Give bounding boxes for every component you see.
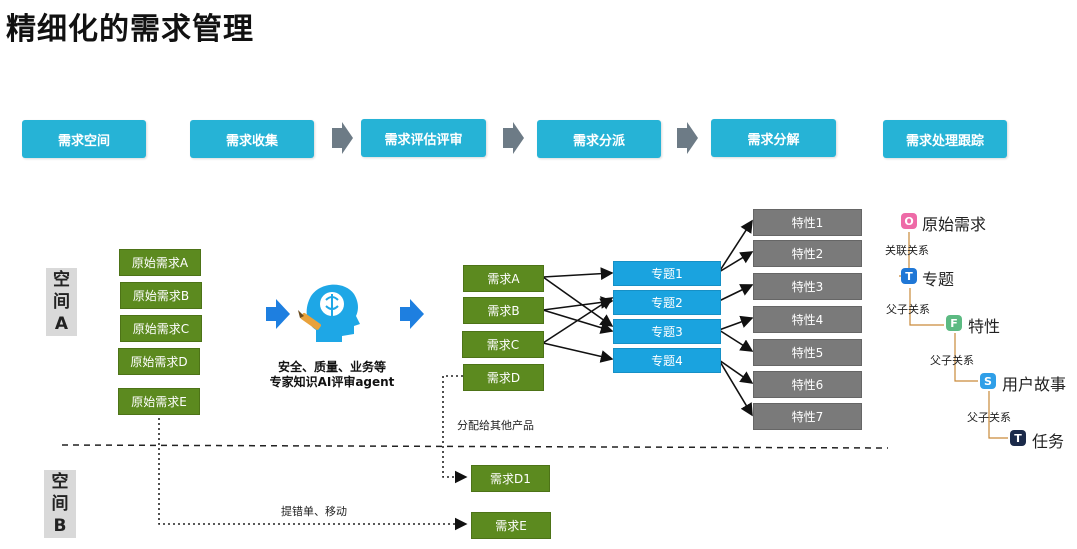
topic-1[interactable]: 专题1 [613,261,721,286]
label-ticket-move: 提错单、移动 [281,505,347,518]
process-arrow-3 [677,122,698,154]
page-title: 精细化的需求管理 [6,12,254,47]
legend-badge-feature-icon: F [946,315,962,331]
feature-1[interactable]: 特性1 [753,209,862,236]
legend-raw-requirement: 原始需求 [922,215,987,234]
process-step-space[interactable]: 需求空间 [22,120,146,158]
requirement-d1[interactable]: 需求D1 [471,465,550,492]
requirement-e[interactable]: 需求E [471,512,551,539]
label-assign-other-product: 分配给其他产品 [457,419,534,432]
topic-feature-links [718,219,754,417]
legend-relation-2: 父子关系 [886,303,930,316]
topic-3[interactable]: 专题3 [613,319,721,344]
legend-user-story: 用户故事 [1002,375,1067,394]
requirement-b[interactable]: 需求B [463,297,544,324]
topic-4[interactable]: 专题4 [613,348,721,373]
feature-7[interactable]: 特性7 [753,403,862,430]
feature-6[interactable]: 特性6 [753,371,862,398]
process-step-track[interactable]: 需求处理跟踪 [883,120,1007,158]
raw-requirement-e[interactable]: 原始需求E [118,388,200,415]
legend-relation-3: 父子关系 [930,354,974,367]
req-topic-links [542,267,614,363]
process-step-collect[interactable]: 需求收集 [190,120,314,158]
requirement-d[interactable]: 需求D [463,364,544,391]
requirement-a[interactable]: 需求A [463,265,544,292]
feature-4[interactable]: 特性4 [753,306,862,333]
raw-requirement-b[interactable]: 原始需求B [120,282,202,309]
raw-requirement-c[interactable]: 原始需求C [120,315,202,342]
process-step-evaluate[interactable]: 需求评估评审 [361,119,486,157]
legend-badge-raw-icon: O [901,213,917,229]
space-separator [61,444,889,449]
blue-arrow-out [400,299,424,329]
legend-badge-topic-icon: T [901,268,917,284]
legend-relation-4: 父子关系 [967,411,1011,424]
legend-topic: 专题 [922,270,955,289]
path-e-to-e [158,413,468,531]
requirement-c[interactable]: 需求C [462,331,544,358]
topic-2[interactable]: 专题2 [613,290,721,315]
feature-3[interactable]: 特性3 [753,273,862,300]
legend-task: 任务 [1032,432,1065,451]
legend-relation-1: 关联关系 [885,244,929,257]
ai-brain-icon [298,284,360,342]
feature-5[interactable]: 特性5 [753,339,862,366]
process-arrow-1 [332,122,353,154]
space-a-label: 空 间 A [46,268,77,336]
blue-arrow-in [266,299,290,329]
process-step-decompose[interactable]: 需求分解 [711,119,836,157]
raw-requirement-a[interactable]: 原始需求A [119,249,201,276]
process-arrow-2 [503,122,524,154]
raw-requirement-d[interactable]: 原始需求D [118,348,200,375]
space-b-label: 空 间 B [44,470,76,538]
process-arrows [332,122,698,154]
legend-feature: 特性 [968,317,1001,336]
feature-2[interactable]: 特性2 [753,240,862,267]
path-d-to-d1 [442,375,468,484]
agent-caption: 安全、质量、业务等 专家知识AI评审agent [269,360,395,389]
legend-badge-story-icon: S [980,373,996,389]
legend-badge-task-icon: T [1010,430,1026,446]
process-step-assign[interactable]: 需求分派 [537,120,661,158]
